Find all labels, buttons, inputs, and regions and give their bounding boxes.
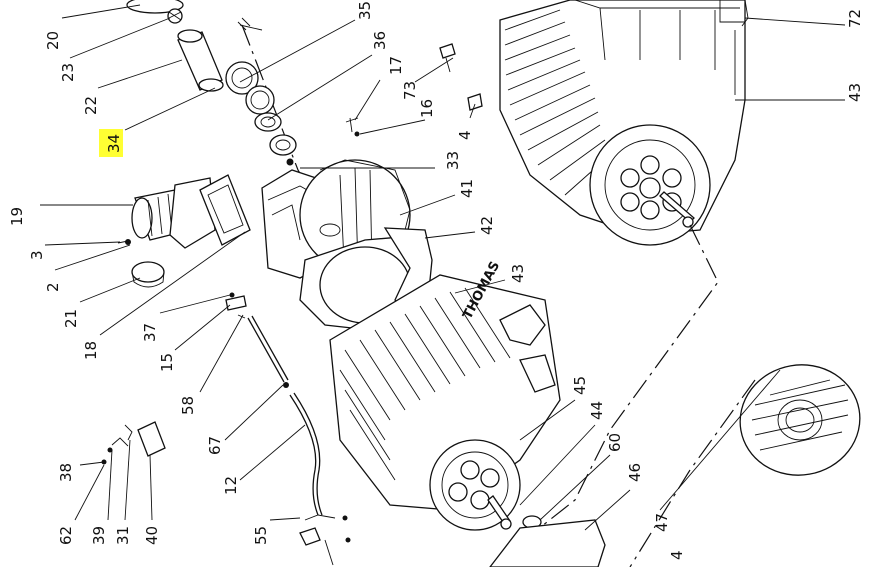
callout-22: 22: [82, 96, 100, 115]
inlet-housing: [261, 159, 433, 331]
centerline-end-cover: [629, 379, 756, 568]
callout-19: 19: [8, 207, 26, 226]
callout-42: 42: [478, 216, 496, 235]
callout-40: 40: [143, 526, 161, 545]
callout-2: 2: [44, 282, 62, 292]
centerline-right: [489, 224, 719, 568]
callout-43-lower: 43: [509, 264, 527, 283]
callout-58: 58: [179, 396, 197, 415]
callout-45: 45: [571, 376, 589, 395]
callout-60: 60: [606, 433, 624, 452]
callout-4-upper: 4: [456, 130, 474, 140]
callout-4-lower: 4: [668, 550, 686, 560]
callout-12: 12: [222, 476, 240, 495]
callout-62: 62: [57, 526, 75, 545]
callout-73: 73: [401, 81, 419, 100]
callout-34: 34: [105, 134, 123, 153]
end-cover: [488, 364, 861, 568]
callout-23: 23: [59, 63, 77, 82]
callout-15: 15: [158, 353, 176, 372]
callout-72: 72: [846, 9, 864, 28]
bolts-upper: [345, 43, 483, 137]
upper-blower-housing: [499, 0, 749, 246]
callout-highlight: [99, 129, 123, 157]
callout-55: 55: [252, 526, 270, 545]
callout-37: 37: [141, 323, 159, 342]
callout-36: 36: [371, 31, 389, 50]
callout-46: 46: [626, 463, 644, 482]
callout-39: 39: [90, 526, 108, 545]
callout-67: 67: [206, 436, 224, 455]
callout-38: 38: [57, 463, 75, 482]
callout-17: 17: [387, 56, 405, 75]
leader-lines: [40, 4, 846, 531]
callout-35: 35: [356, 1, 374, 20]
callout-16: 16: [418, 99, 436, 118]
callout-41: 41: [458, 179, 476, 198]
callout-3: 3: [28, 250, 46, 260]
callout-47: 47: [653, 513, 671, 532]
callout-31: 31: [114, 526, 132, 545]
callout-44: 44: [588, 401, 606, 420]
inlet-fittings: [117, 174, 251, 288]
top-small-parts: [126, 0, 297, 166]
callout-33: 33: [444, 151, 462, 170]
small-parts-lower: [101, 292, 351, 566]
callout-21: 21: [62, 309, 80, 328]
callout-20: 20: [44, 31, 62, 50]
callout-18: 18: [82, 341, 100, 360]
callout-43-upper: 43: [846, 83, 864, 102]
callout-labels: 20 23 22 34 35 36 17 73 16 4 33 41 42 43…: [8, 1, 864, 560]
